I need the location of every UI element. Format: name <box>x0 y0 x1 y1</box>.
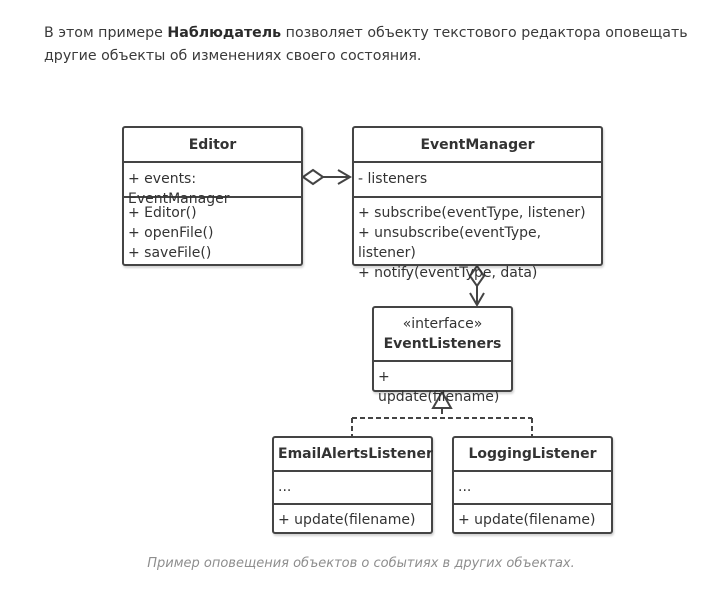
fields-section: - listeners <box>354 161 601 196</box>
class-name: EmailAlertsListener <box>278 446 433 462</box>
class-event-manager: EventManager - listeners + subscribe(eve… <box>352 126 603 281</box>
method: + notify(eventType, data) <box>358 265 538 281</box>
intro-text-end: позволяет объекту текстового редактора о… <box>44 25 688 64</box>
field: ... <box>458 479 472 495</box>
class-editor: Editor + events: EventManager + Editor()… <box>122 126 303 266</box>
class-logging-listener: LoggingListener ... + update(filename) <box>452 436 613 534</box>
intro-pattern-name: Наблюдатель <box>167 25 282 41</box>
class-name: EventManager <box>420 136 535 153</box>
stereotype-label: «interface» <box>402 316 483 332</box>
arrowhead-icon <box>469 292 485 307</box>
method: + update(filename) <box>278 512 416 528</box>
method: + update(filename) <box>458 512 596 528</box>
methods-section: + Editor() + openFile() + saveFile() <box>124 196 301 263</box>
class-name: Editor <box>188 136 237 153</box>
methods-section: + update(filename) <box>454 503 611 530</box>
class-name: LoggingListener <box>468 446 597 462</box>
fields-section: + events: EventManager <box>124 161 301 207</box>
methods-section: + subscribe(eventType, listener) + unsub… <box>354 196 601 283</box>
field: - listeners <box>358 171 428 187</box>
methods-section: + update(filename) <box>374 360 511 407</box>
method: + update(filename) <box>378 369 500 405</box>
method: + subscribe(eventType, listener) <box>358 205 586 221</box>
interface-event-listeners: «interface» EventListeners + update(file… <box>372 306 513 405</box>
method: + saveFile() <box>128 245 212 261</box>
fields-section: ... <box>454 470 611 503</box>
interface-header: «interface» EventListeners <box>374 308 511 360</box>
methods-section: + update(filename) <box>274 503 431 530</box>
intro-text-start: В этом примере <box>44 25 168 41</box>
class-name: EventListeners <box>383 336 502 352</box>
fields-section: ... <box>274 470 431 503</box>
method: + unsubscribe(eventType, listener) <box>358 225 542 261</box>
method: + openFile() <box>128 225 214 241</box>
intro-paragraph: В этом примере Наблюдатель позволяет объ… <box>44 22 704 68</box>
class-email-alerts-listener: EmailAlertsListener ... + update(filenam… <box>272 436 433 534</box>
method: + Editor() <box>128 205 197 221</box>
field: ... <box>278 479 292 495</box>
realization-triangle-icon <box>431 389 453 409</box>
figure-caption: Пример оповещения объектов о событиях в … <box>147 556 575 571</box>
aggregation-diamond-icon <box>301 168 325 186</box>
field: + events: EventManager <box>128 171 230 207</box>
arrowhead-icon <box>337 169 352 185</box>
